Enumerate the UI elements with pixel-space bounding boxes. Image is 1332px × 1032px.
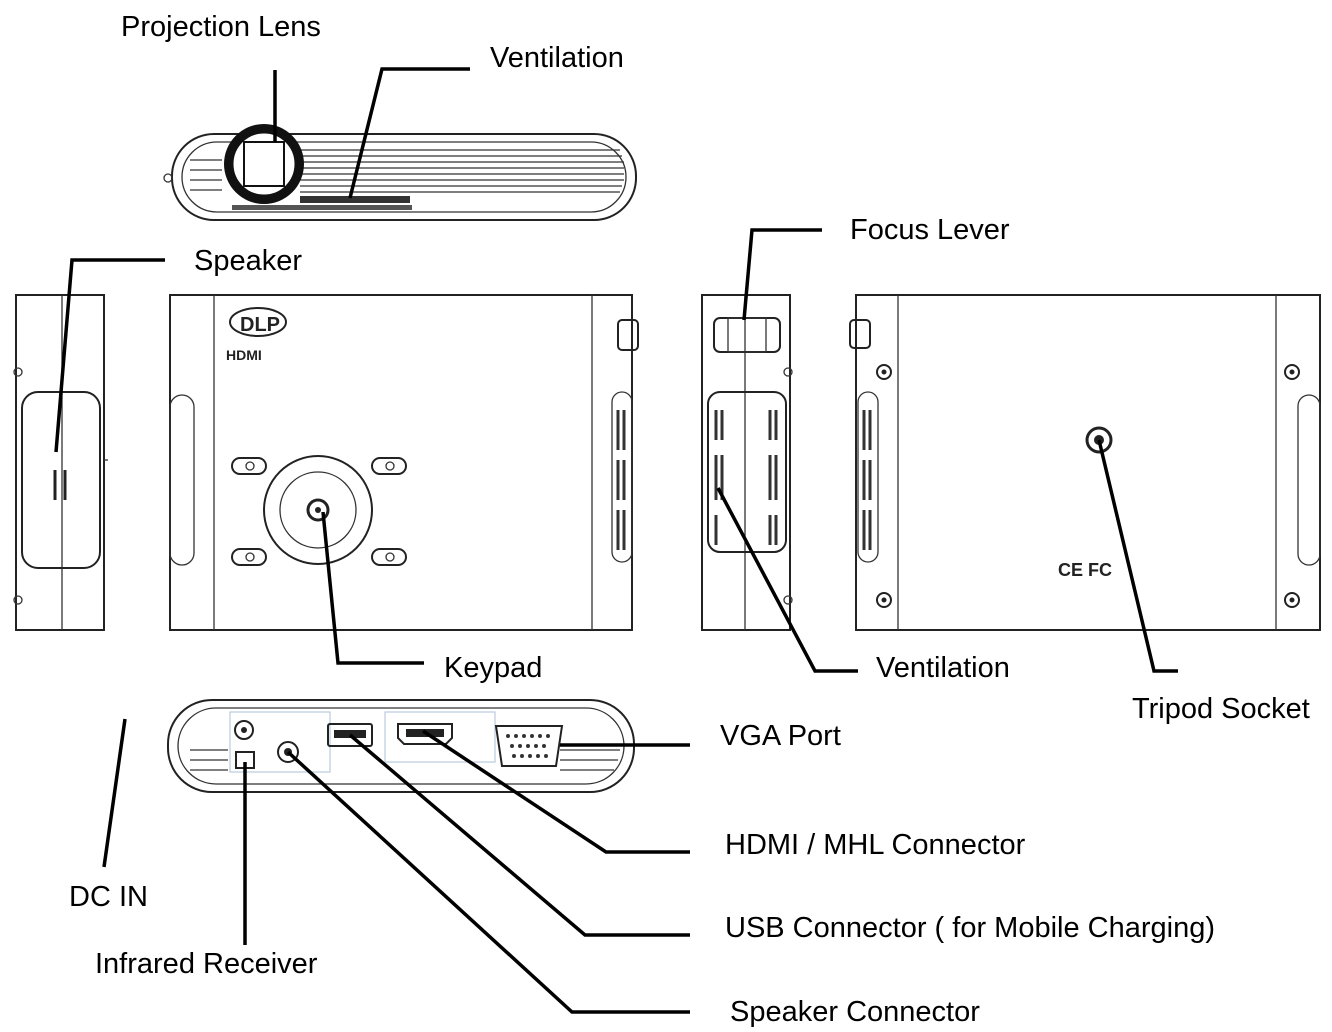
label-vga-port: VGA Port	[720, 720, 841, 752]
dc-in-port	[234, 720, 254, 740]
label-infrared-receiver: Infrared Receiver	[95, 948, 318, 980]
leader-lines	[54, 67, 1178, 1014]
label-hdmi-mhl-connector: HDMI / MHL Connector	[725, 829, 1026, 861]
label-projection-lens: Projection Lens	[121, 11, 321, 43]
hdmi-port	[397, 723, 453, 745]
label-keypad: Keypad	[444, 652, 542, 684]
keypad	[231, 455, 407, 566]
top-view: DLP HDMI	[169, 294, 639, 631]
label-focus-lever: Focus Lever	[850, 214, 1010, 246]
usb-port	[327, 723, 373, 747]
dlp-logo: DLP HDMI	[226, 307, 287, 363]
label-speaker: Speaker	[194, 245, 302, 277]
top-side-vents	[616, 410, 626, 550]
svg-text:DLP: DLP	[240, 314, 280, 336]
certification-marks: CE FC	[1058, 560, 1112, 580]
label-speaker-connector: Speaker Connector	[730, 996, 980, 1028]
vga-port	[494, 725, 564, 767]
label-ventilation-top: Ventilation	[490, 42, 624, 74]
speaker-grille	[21, 391, 101, 569]
bottom-view: CE FC	[849, 294, 1321, 631]
left-side-view	[13, 294, 108, 631]
label-tripod-socket: Tripod Socket	[1132, 693, 1310, 725]
side-ventilation	[707, 391, 787, 553]
speaker-connector-port	[277, 741, 299, 763]
hdmi-logo: HDMI	[226, 347, 262, 363]
screw	[876, 364, 1300, 608]
right-side-view	[701, 294, 793, 631]
focus-lever	[713, 317, 781, 353]
front-ventilation-slot	[300, 196, 410, 203]
front-view	[163, 124, 637, 221]
label-ventilation-side: Ventilation	[876, 652, 1010, 684]
label-usb-connector: USB Connector ( for Mobile Charging)	[725, 912, 1215, 944]
label-dc-in: DC IN	[69, 881, 148, 913]
